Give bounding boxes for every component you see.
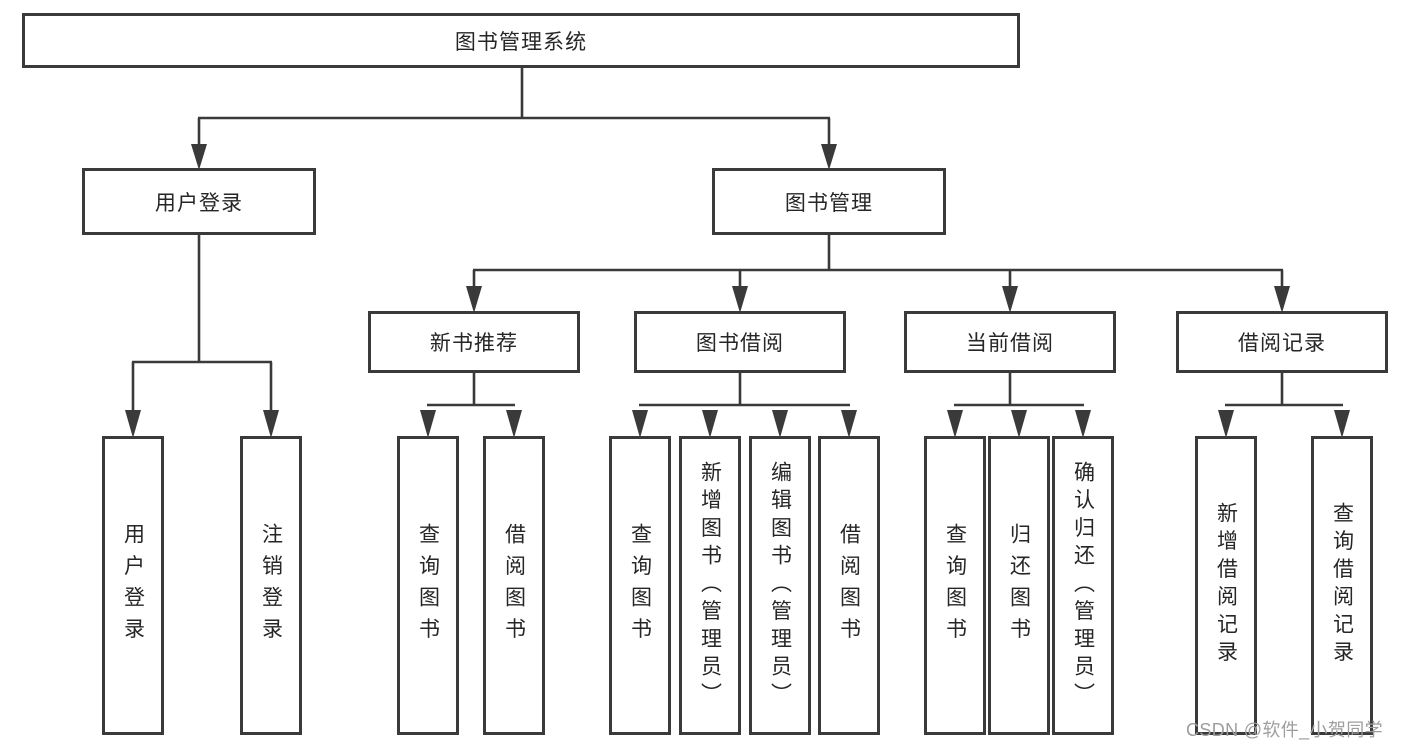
leaf-edit-books-admin: 编辑图书（管理员） [749, 436, 811, 735]
node-borrow-records: 借阅记录 [1176, 311, 1388, 373]
leaf-return-books: 归还图书 [988, 436, 1050, 735]
leaf-user-login: 用户登录 [102, 436, 164, 735]
node-book-borrow: 图书借阅 [634, 311, 846, 373]
leaf-add-borrow-record: 新增借阅记录 [1195, 436, 1257, 735]
leaf-borrow-books-recommend: 借阅图书 [483, 436, 545, 735]
csdn-watermark: CSDN @软件_小贺同学 [1186, 720, 1383, 740]
leaf-borrow-books-recommend-label: 借阅图书 [502, 522, 526, 649]
node-user-login-label: 用户登录 [154, 191, 244, 215]
node-root-system-label: 图书管理系统 [454, 30, 588, 54]
leaf-add-borrow-record-label: 新增借阅记录 [1214, 502, 1238, 669]
leaf-confirm-return-admin-label: 确认归还（管理员） [1071, 460, 1095, 711]
node-current-borrow-label: 当前借阅 [965, 332, 1055, 355]
leaf-borrow-books: 借阅图书 [818, 436, 880, 735]
node-user-login: 用户登录 [82, 168, 316, 235]
leaf-add-books-admin-label: 新增图书（管理员） [698, 460, 722, 711]
node-new-book-recommend: 新书推荐 [368, 311, 580, 373]
node-borrow-records-label: 借阅记录 [1237, 332, 1327, 355]
leaf-logout: 注销登录 [240, 436, 302, 735]
leaf-query-books-recommend-label: 查询图书 [416, 522, 440, 649]
leaf-add-books-admin: 新增图书（管理员） [679, 436, 741, 735]
node-book-management: 图书管理 [712, 168, 946, 235]
leaf-query-borrow-record-label: 查询借阅记录 [1330, 502, 1354, 669]
leaf-query-books-recommend: 查询图书 [397, 436, 459, 735]
leaf-user-login-label: 用户登录 [121, 522, 145, 649]
node-new-book-recommend-label: 新书推荐 [429, 332, 519, 355]
leaf-query-borrow-record: 查询借阅记录 [1311, 436, 1373, 735]
leaf-confirm-return-admin: 确认归还（管理员） [1052, 436, 1114, 735]
leaf-return-books-label: 归还图书 [1007, 522, 1031, 649]
leaf-borrow-books-label: 借阅图书 [837, 522, 861, 649]
leaf-query-books-borrow: 查询图书 [609, 436, 671, 735]
leaf-logout-label: 注销登录 [259, 522, 283, 649]
leaf-query-books-borrow-label: 查询图书 [628, 522, 652, 649]
node-root-system: 图书管理系统 [22, 13, 1020, 68]
node-current-borrow: 当前借阅 [904, 311, 1116, 373]
leaf-edit-books-admin-label: 编辑图书（管理员） [768, 460, 792, 711]
leaf-query-books-current-label: 查询图书 [943, 522, 967, 649]
node-book-borrow-label: 图书借阅 [695, 332, 785, 355]
node-book-management-label: 图书管理 [784, 191, 874, 215]
leaf-query-books-current: 查询图书 [924, 436, 986, 735]
